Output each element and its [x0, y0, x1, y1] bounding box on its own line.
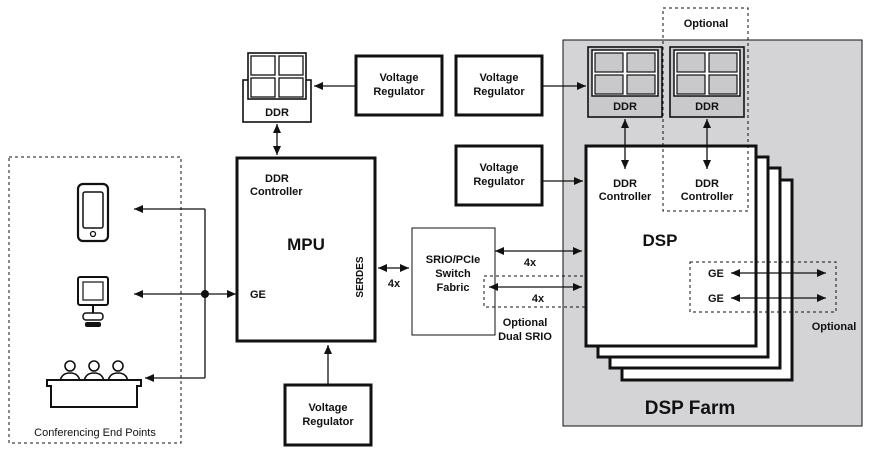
endpoint-bus [134, 205, 236, 382]
voltage-label: Voltage [309, 402, 348, 414]
mpu-ddr: DDR [242, 52, 312, 123]
optional-ddr-label: Optional [684, 18, 729, 30]
mpu-ddr-controller-line1: DDR [265, 173, 289, 185]
dsp-ge-2-label: GE [708, 293, 724, 305]
voltage-label: Voltage [380, 72, 419, 84]
mpu-switch-4x-label: 4x [388, 278, 401, 290]
voltage-regulator-mpu-ddr: Voltage Regulator [354, 54, 444, 117]
computer-terminal-icon [77, 276, 109, 327]
switch-line1: SRIO/PCIe [426, 254, 480, 266]
dsp-ddr-controller-1-line1: DDR [613, 178, 637, 190]
mpu-label: MPU [287, 235, 325, 254]
voltage-label: Voltage [480, 162, 519, 174]
voltage-regulator-dsp-ddr: Voltage Regulator [454, 54, 544, 117]
dsp-farm-label: DSP Farm [645, 398, 735, 419]
regulator-label: Regulator [473, 86, 525, 98]
dsp-label: DSP [643, 231, 678, 250]
dual-srio-label: Dual SRIO [498, 331, 552, 343]
srio-pcie-switch-fabric: SRIO/PCIe Switch Fabric [411, 227, 496, 336]
dsp-ddr-controller-1-line2: Controller [599, 191, 652, 203]
conference-table-icon [46, 360, 142, 408]
switch-line3: Fabric [436, 282, 469, 294]
conferencing-label: Conferencing End Points [34, 427, 156, 439]
regulator-label: Regulator [302, 416, 354, 428]
optional-dual-srio: 4x Optional Dual SRIO [483, 275, 595, 343]
voltage-regulator-dsp: Voltage Regulator [454, 144, 544, 207]
mobile-phone-icon [76, 182, 110, 243]
optional-ge-label: Optional [812, 321, 857, 333]
conferencing-end-points: Conferencing End Points [8, 156, 182, 444]
dual-srio-4x-label: 4x [532, 293, 545, 305]
serdes-label: SERDES [355, 256, 366, 297]
dsp-ddr-controller-2-line1: DDR [695, 178, 719, 190]
regulator-label: Regulator [373, 86, 425, 98]
mpu-block: DDR Controller MPU GE SERDES [235, 156, 377, 343]
regulator-label: Regulator [473, 176, 525, 188]
mpu-ddr-label: DDR [265, 107, 289, 119]
dsp-ge-1-label: GE [708, 268, 724, 280]
mpu-ddr-controller-line2: Controller [250, 186, 303, 198]
optional-dsp-ddr: Optional DDR DDR Controller [662, 7, 749, 212]
dsp-ddr-controller-2-line2: Controller [681, 191, 734, 203]
voltage-label: Voltage [480, 72, 519, 84]
dsp-stack: DSP DDR Controller [584, 144, 794, 382]
dsp-ddr-1: DDR [587, 46, 663, 118]
optional-srio-label: Optional [503, 317, 548, 329]
voltage-regulator-mpu: Voltage Regulator [283, 383, 373, 447]
dsp-ddr-1-label: DDR [613, 101, 637, 113]
optional-ge-ports: GE GE Optional [689, 261, 857, 333]
mpu-ge-label: GE [250, 289, 266, 301]
switch-dsp-4x-label: 4x [524, 257, 537, 269]
dsp-ddr-2-label: DDR [695, 101, 719, 113]
switch-line2: Switch [435, 268, 471, 280]
